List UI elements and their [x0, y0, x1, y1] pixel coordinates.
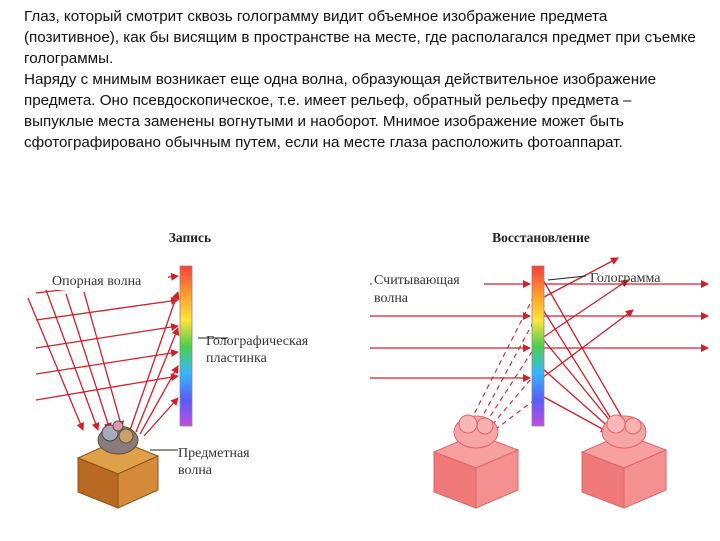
paragraph-virtual-image: Глаз, который смотрит сквозь голограмму …	[24, 8, 696, 67]
label-bg	[48, 272, 168, 290]
label-object-wave-line1: Предметная	[178, 446, 250, 461]
hologram-plate	[531, 265, 545, 427]
virtual-image-projection	[485, 365, 543, 433]
virtual-image-projection	[465, 279, 543, 431]
diffracted-ray	[541, 367, 613, 431]
reference-ray	[35, 373, 179, 401]
reference-ray	[35, 349, 179, 375]
reconstruction-panel: Считывающая волна Голограмма	[370, 257, 709, 509]
label-object-wave-line2: волна	[178, 463, 213, 478]
label-bg	[372, 270, 484, 306]
object-wave-ray	[129, 291, 180, 431]
diffracted-ray	[541, 337, 617, 429]
virtual-ray	[541, 279, 629, 339]
diffracted-ray	[541, 277, 629, 429]
recorded-object	[76, 420, 160, 509]
object-illumination-ray	[27, 297, 84, 431]
hologram-figure: Запись Восстановление	[18, 218, 716, 536]
object-wave-ray	[135, 327, 180, 433]
virtual-image	[432, 414, 520, 509]
label-plate-line1: Голографическая	[206, 334, 309, 349]
label-reference-wave: Опорная волна	[52, 274, 142, 289]
title-recording: Запись	[169, 230, 211, 245]
real-image	[580, 414, 668, 509]
label-hologram: Голограмма	[590, 271, 661, 286]
object-illumination-ray	[83, 291, 124, 429]
label-plate-line2: пластинка	[206, 351, 268, 366]
holographic-plate	[179, 265, 193, 427]
label-reading-wave-line1: Считывающая	[374, 273, 460, 288]
virtual-ray	[541, 309, 634, 379]
diffracted-ray	[541, 307, 619, 431]
reference-ray	[35, 323, 179, 349]
object-illumination-ray	[65, 293, 112, 431]
virtual-ray	[541, 257, 619, 299]
recording-panel: Опорная волна Голографическая пластинка …	[27, 265, 309, 509]
hologram-pointer	[547, 275, 587, 281]
object-wave-ray	[143, 397, 179, 437]
label-reading-wave-line2: волна	[374, 291, 409, 306]
title-reconstruction: Восстановление	[492, 230, 590, 245]
paragraph-real-image: Наряду с мнимым возникает еще одна волна…	[24, 71, 657, 151]
virtual-image-projection	[473, 305, 543, 433]
object-wave-ray	[139, 365, 179, 435]
hologram-diagram: Запись Восстановление	[27, 230, 709, 509]
object-illumination-ray	[45, 289, 100, 431]
reference-ray	[35, 297, 179, 321]
diffracted-ray	[541, 395, 609, 433]
description-text: Глаз, который смотрит сквозь голограмму …	[24, 6, 704, 153]
